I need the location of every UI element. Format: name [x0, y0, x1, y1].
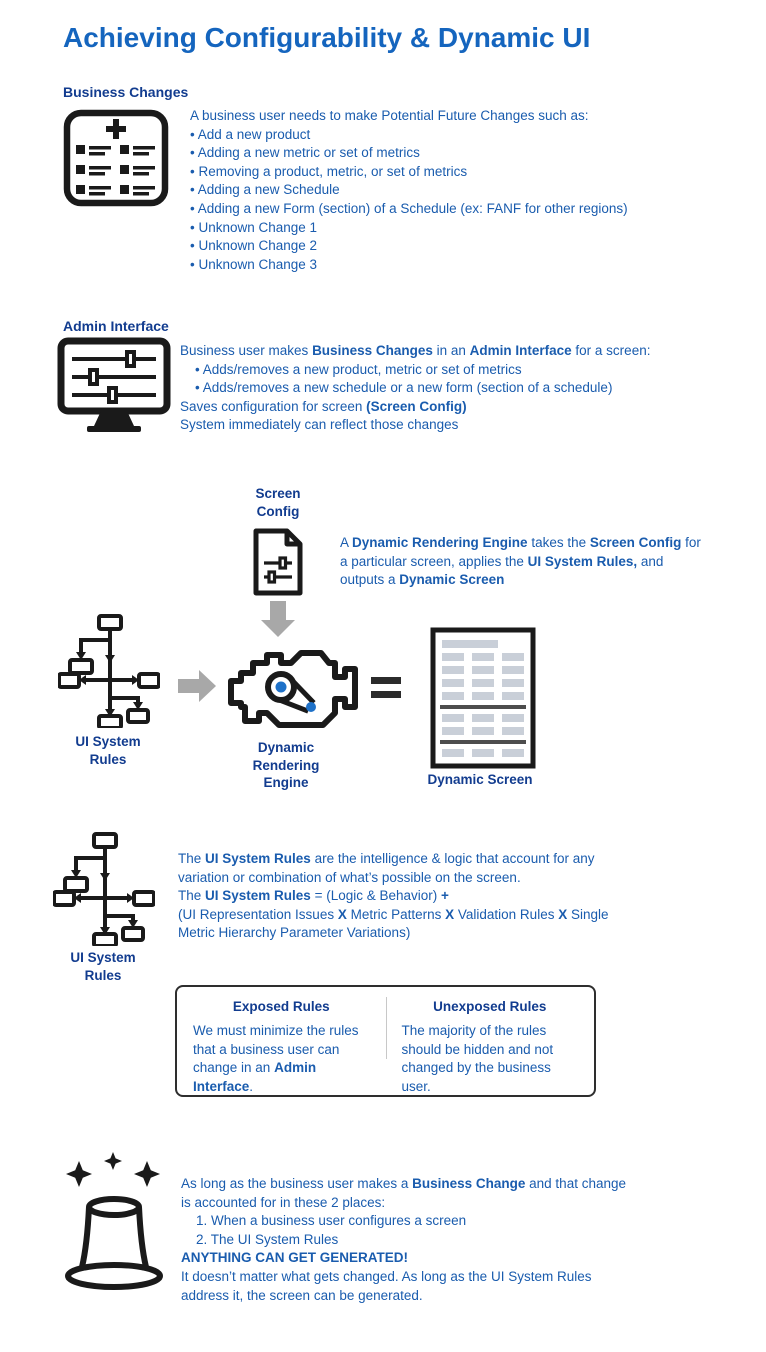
- admin-interface-text: Business user makes Business Changes in …: [180, 342, 745, 435]
- admin-interface-heading: Admin Interface: [63, 318, 169, 334]
- bullet-item: • Adding a new Schedule: [190, 182, 340, 198]
- screen-config-file-icon: [249, 527, 307, 597]
- list-item: 2. The UI System Rules: [196, 1231, 339, 1247]
- text-line: System immediately can reflect those cha…: [180, 417, 459, 433]
- equals-icon: [371, 677, 401, 699]
- exposed-unexposed-rules-box: Exposed Rules We must minimize the rules…: [175, 985, 596, 1097]
- text-line: (UI Representation Issues X Metric Patte…: [178, 906, 609, 941]
- screen-config-label: Screen Config: [255, 486, 301, 519]
- bullet-item: • Adds/removes a new schedule or a new f…: [195, 380, 613, 396]
- unexposed-rules-text: The majority of the rules should be hidd…: [401, 1023, 554, 1094]
- conclusion-shout: ANYTHING CAN GET GENERATED!: [181, 1250, 409, 1266]
- dynamic-screen-label: Dynamic Screen: [427, 772, 533, 787]
- unexposed-rules-column: Unexposed Rules The majority of the rule…: [386, 987, 595, 1095]
- dynamic-screen-icon: [430, 627, 536, 769]
- text-line: It doesn’t matter what gets changed. As …: [181, 1268, 592, 1303]
- exposed-rules-heading: Exposed Rules: [232, 999, 330, 1014]
- intro-line: A business user needs to make Potential …: [190, 108, 589, 123]
- magic-hat-icon: [55, 1150, 175, 1300]
- ui-system-rules-flowchart-icon: [58, 614, 160, 728]
- bullet-item: • Unknown Change 1: [190, 219, 318, 235]
- bullet-item: • Removing a product, metric, or set of …: [190, 163, 468, 179]
- ui-system-rules-label: UI System Rules: [70, 950, 136, 983]
- text-line: The UI System Rules are the intelligence…: [178, 851, 595, 885]
- column-divider: [385, 997, 387, 1059]
- dynamic-rendering-engine-label: Dynamic Rendering Engine: [252, 740, 320, 790]
- engine-description: A Dynamic Rendering Engine takes the Scr…: [340, 535, 701, 588]
- bullet-item: • Add a new product: [190, 126, 311, 142]
- down-arrow-icon: [261, 601, 295, 637]
- rendering-engine-icon: [217, 633, 359, 739]
- unexposed-rules-heading: Unexposed Rules: [433, 999, 547, 1014]
- page-title: Achieving Configurability & Dynamic UI: [63, 22, 591, 53]
- exposed-rules-text: We must minimize the rules that a busine…: [193, 1023, 359, 1094]
- business-changes-text: A business user needs to make Potential …: [190, 107, 735, 274]
- rules-text: The UI System Rules are the intelligence…: [178, 850, 626, 943]
- text-line: Saves configuration for screen (Screen C…: [180, 398, 467, 414]
- list-item: 1. When a business user configures a scr…: [196, 1213, 467, 1229]
- bullet-item: • Adding a new metric or set of metrics: [190, 145, 420, 161]
- bullet-item: • Unknown Change 2: [190, 238, 318, 254]
- text-line: As long as the business user makes a Bus…: [181, 1176, 626, 1210]
- ui-system-rules-flowchart-icon: [53, 832, 155, 946]
- admin-interface-monitor-icon: [57, 337, 171, 435]
- ui-system-rules-label: UI System Rules: [75, 734, 141, 767]
- business-changes-heading: Business Changes: [63, 84, 189, 100]
- bullet-item: • Adds/removes a new product, metric or …: [195, 361, 522, 377]
- business-changes-icon: [63, 104, 169, 210]
- right-arrow-icon: [178, 670, 216, 702]
- bullet-item: • Adding a new Form (section) of a Sched…: [190, 200, 628, 216]
- text-line: The UI System Rules = (Logic & Behavior)…: [178, 888, 449, 904]
- conclusion-text: As long as the business user makes a Bus…: [181, 1175, 631, 1305]
- bullet-item: • Unknown Change 3: [190, 256, 318, 272]
- exposed-rules-column: Exposed Rules We must minimize the rules…: [177, 987, 386, 1095]
- text-line: Business user makes Business Changes in …: [180, 343, 651, 358]
